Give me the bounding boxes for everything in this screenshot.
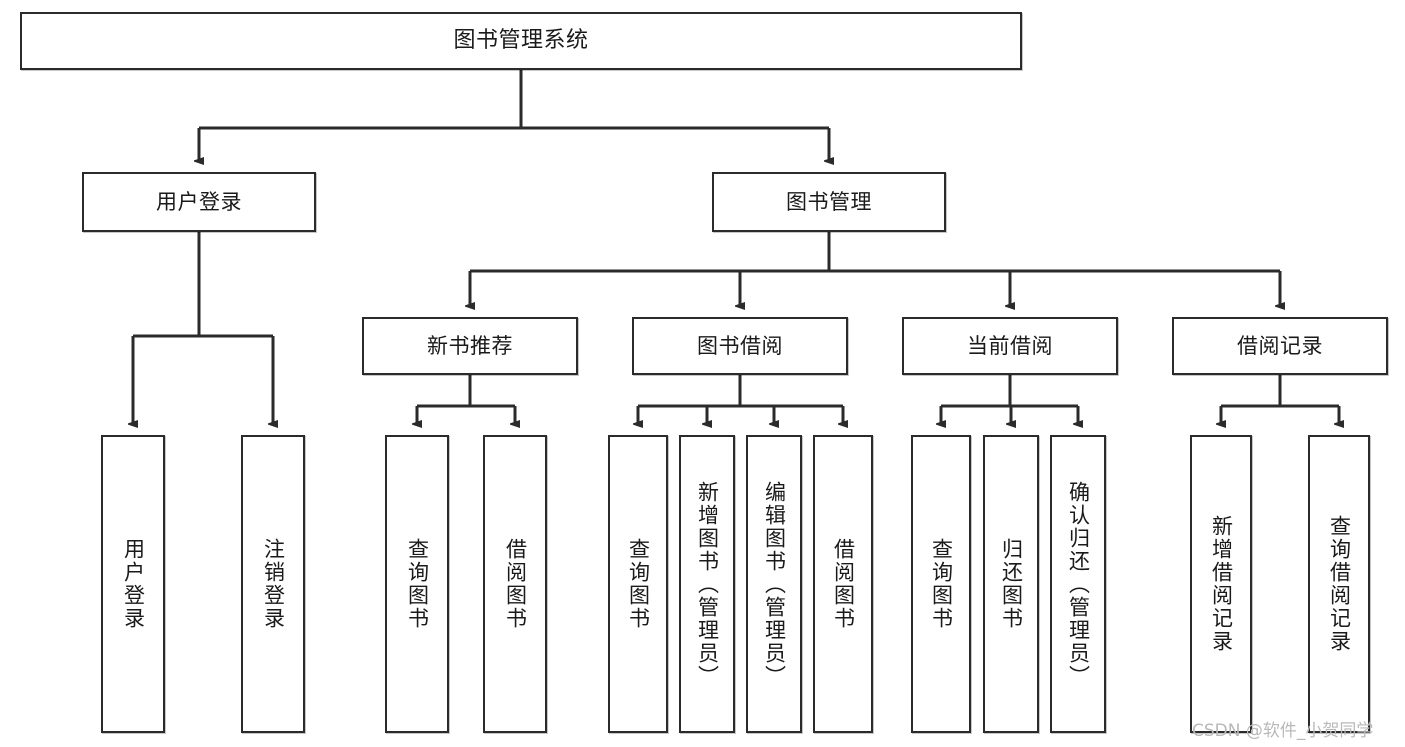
node-label-leaf-bb-add: 新增图书（管理员） <box>695 480 720 688</box>
node-leaf-br-add[interactable]: 新增借阅记录 <box>1190 435 1252 733</box>
node-leaf-br-query[interactable]: 查询借阅记录 <box>1308 435 1370 733</box>
node-leaf-rec-query[interactable]: 查询图书 <box>385 435 449 733</box>
node-current-borrow[interactable]: 当前借阅 <box>902 317 1118 375</box>
node-book-borrow[interactable]: 图书借阅 <box>632 317 848 375</box>
node-label-leaf-bb-query: 查询图书 <box>626 538 651 630</box>
node-label-root: 图书管理系统 <box>453 28 589 54</box>
node-leaf-bb-edit[interactable]: 编辑图书（管理员） <box>746 435 802 733</box>
node-leaf-user-login[interactable]: 用户登录 <box>101 435 165 733</box>
node-label-book-borrow: 图书借阅 <box>697 333 783 358</box>
node-leaf-bb-add[interactable]: 新增图书（管理员） <box>679 435 735 733</box>
node-label-leaf-br-add: 新增借阅记录 <box>1209 515 1234 653</box>
node-label-leaf-bb-edit: 编辑图书（管理员） <box>762 480 787 688</box>
node-label-leaf-user-login: 用户登录 <box>121 538 146 630</box>
node-label-current-borrow: 当前借阅 <box>967 333 1053 358</box>
node-label-borrow-record: 借阅记录 <box>1237 333 1323 358</box>
node-label-new-book-rec: 新书推荐 <box>427 333 513 358</box>
node-new-book-rec[interactable]: 新书推荐 <box>362 317 578 375</box>
node-label-leaf-rec-borrow: 借阅图书 <box>503 538 528 630</box>
node-label-leaf-br-query: 查询借阅记录 <box>1327 515 1352 653</box>
node-root[interactable]: 图书管理系统 <box>20 12 1022 70</box>
node-label-leaf-cb-query: 查询图书 <box>929 538 954 630</box>
node-leaf-cb-query[interactable]: 查询图书 <box>911 435 971 733</box>
node-user-login[interactable]: 用户登录 <box>82 172 316 232</box>
csdn-watermark: CSDN @软件_小贺同学 <box>1192 721 1374 741</box>
node-leaf-rec-borrow[interactable]: 借阅图书 <box>483 435 547 733</box>
node-leaf-bb-query[interactable]: 查询图书 <box>608 435 668 733</box>
node-label-leaf-bb-borrow: 借阅图书 <box>831 538 856 630</box>
node-label-user-login: 用户登录 <box>156 189 242 214</box>
node-label-leaf-cb-confirm: 确认归还（管理员） <box>1066 480 1091 688</box>
node-label-leaf-rec-query: 查询图书 <box>405 538 430 630</box>
node-label-leaf-user-logout: 注销登录 <box>261 538 286 630</box>
node-leaf-user-logout[interactable]: 注销登录 <box>241 435 305 733</box>
node-book-manage[interactable]: 图书管理 <box>712 172 946 232</box>
node-leaf-bb-borrow[interactable]: 借阅图书 <box>813 435 873 733</box>
node-label-book-manage: 图书管理 <box>786 189 872 214</box>
node-borrow-record[interactable]: 借阅记录 <box>1172 317 1388 375</box>
node-label-leaf-cb-return: 归还图书 <box>999 538 1024 630</box>
node-leaf-cb-return[interactable]: 归还图书 <box>983 435 1039 733</box>
node-leaf-cb-confirm[interactable]: 确认归还（管理员） <box>1050 435 1106 733</box>
